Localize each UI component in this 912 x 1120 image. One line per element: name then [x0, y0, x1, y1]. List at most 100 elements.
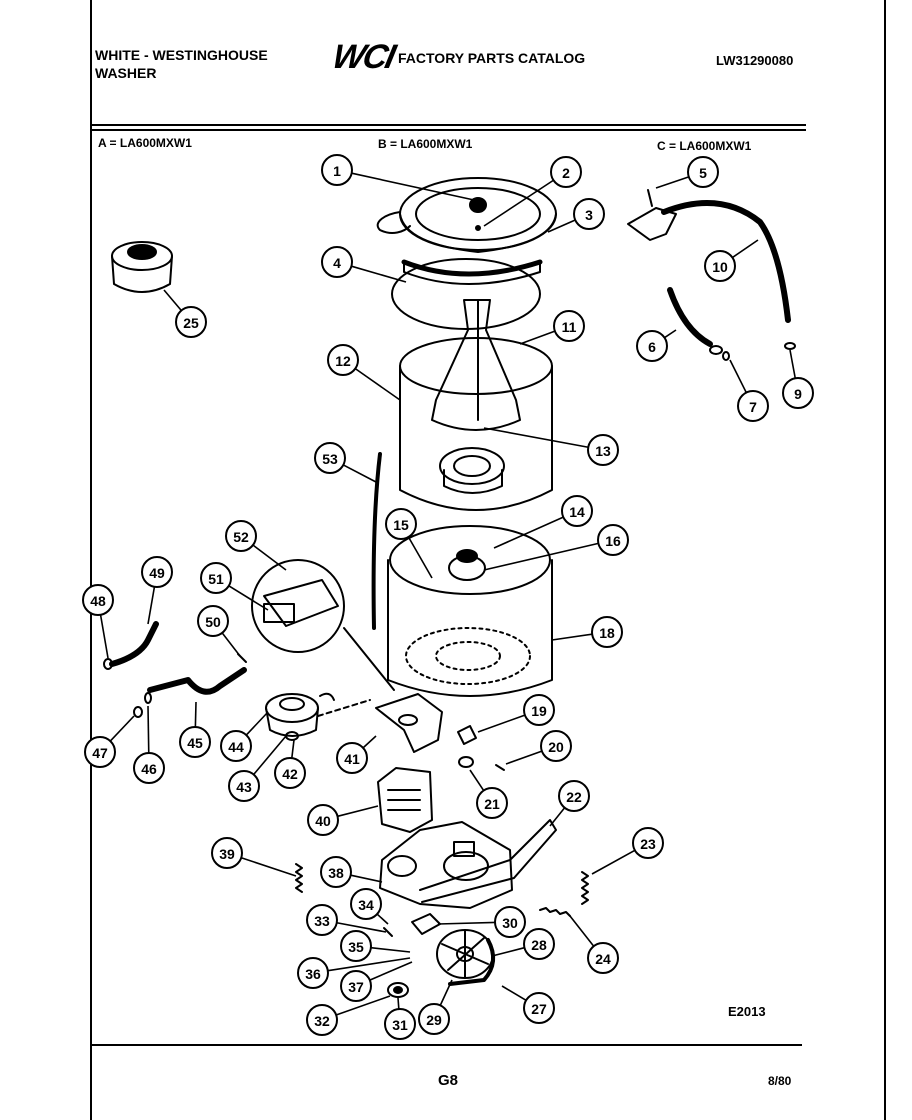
- leader-line-20: [505, 750, 543, 765]
- leader-line-39: [240, 856, 297, 877]
- callout-number: 34: [358, 897, 374, 913]
- callout-circle: [476, 787, 508, 819]
- callout-number: 45: [187, 735, 203, 751]
- callout-number: 48: [90, 593, 106, 609]
- callout-number: 29: [426, 1012, 442, 1028]
- callout-14: 14: [561, 495, 593, 527]
- callout-circle: [197, 605, 229, 637]
- callout-circle: [558, 780, 590, 812]
- leader-line-48: [99, 614, 109, 659]
- callout-1: 1: [321, 154, 353, 186]
- callout-number: 20: [548, 739, 564, 755]
- callout-number: 28: [531, 937, 547, 953]
- page-number: G8: [438, 1072, 459, 1089]
- callout-circle: [307, 804, 339, 836]
- pump-bracket-part: [375, 693, 443, 753]
- callout-circle: [321, 246, 353, 278]
- callout-circle: [133, 752, 165, 784]
- callout-6: 6: [636, 330, 668, 362]
- callout-number: 47: [92, 745, 108, 761]
- model-b: B = LA600MXW1: [378, 137, 473, 151]
- leader-line-22: [549, 807, 566, 827]
- callout-number: 1: [333, 163, 341, 179]
- callout-5: 5: [687, 156, 719, 188]
- callout-2: 2: [550, 156, 582, 188]
- callout-number: 31: [392, 1017, 408, 1033]
- callout-16: 16: [597, 524, 629, 556]
- callout-number: 19: [531, 703, 547, 719]
- callout-circle: [141, 556, 173, 588]
- leader-line-21: [469, 769, 485, 791]
- callout-34: 34: [350, 888, 382, 920]
- callout-circle: [327, 344, 359, 376]
- pump-part: [265, 692, 335, 741]
- callout-number: 12: [335, 353, 351, 369]
- callout-circle: [200, 562, 232, 594]
- leader-line-44: [245, 711, 269, 736]
- leader-line-36: [327, 957, 411, 972]
- callout-38: 38: [320, 856, 352, 888]
- callout-number: 41: [344, 751, 360, 767]
- callout-53: 53: [314, 442, 346, 474]
- callout-41: 41: [336, 742, 368, 774]
- callout-circle: [220, 730, 252, 762]
- callout-number: 10: [712, 259, 728, 275]
- frame-left-border: [90, 0, 92, 1120]
- leader-line-49: [147, 586, 156, 625]
- callout-number: 21: [484, 796, 500, 812]
- callout-number: 6: [648, 339, 656, 355]
- callout-11: 11: [553, 310, 585, 342]
- callout-number: 44: [228, 739, 244, 755]
- detail-inset: [251, 559, 395, 691]
- springs-part: [295, 863, 589, 917]
- callout-circle: [306, 904, 338, 936]
- callout-number: 2: [562, 165, 570, 181]
- callout-circle: [225, 520, 257, 552]
- callout-circle: [553, 310, 585, 342]
- callout-23: 23: [632, 827, 664, 859]
- callout-number: 3: [585, 207, 593, 223]
- callout-number: 49: [149, 565, 165, 581]
- header-brand: WHITE - WESTINGHOUSE: [95, 47, 268, 63]
- leader-line-10: [731, 239, 759, 259]
- leader-line-40: [337, 805, 379, 818]
- pulley-part: [436, 929, 496, 986]
- leader-line-45: [194, 701, 197, 728]
- callout-circle: [494, 906, 526, 938]
- callout-32: 32: [306, 1004, 338, 1036]
- callout-40: 40: [307, 804, 339, 836]
- callout-4: 4: [321, 246, 353, 278]
- callout-circle: [340, 970, 372, 1002]
- leader-line-47: [109, 715, 135, 742]
- callout-number: 46: [141, 761, 157, 777]
- leader-line-41: [362, 735, 377, 749]
- callout-number: 23: [640, 836, 656, 852]
- callout-number: 30: [502, 915, 518, 931]
- leader-line-23: [591, 849, 636, 875]
- callout-number: 4: [333, 255, 341, 271]
- callout-19: 19: [523, 694, 555, 726]
- leader-line-35: [370, 946, 411, 953]
- callout-circle: [687, 156, 719, 188]
- leader-line-29: [439, 979, 453, 1006]
- callout-circle: [636, 330, 668, 362]
- callout-circle: [228, 770, 260, 802]
- leader-line-27: [501, 985, 527, 1002]
- leader-line-25: [163, 289, 182, 312]
- leader-line-38: [350, 874, 383, 883]
- callout-30: 30: [494, 906, 526, 938]
- callout-7: 7: [737, 390, 769, 422]
- callout-number: 18: [599, 625, 615, 641]
- callout-44: 44: [220, 730, 252, 762]
- callout-number: 33: [314, 913, 330, 929]
- top-cover-part: [376, 177, 557, 253]
- callout-circle: [175, 306, 207, 338]
- leader-line-18: [551, 633, 593, 641]
- motor-part: [377, 767, 433, 833]
- callout-circle: [211, 837, 243, 869]
- drain-hose-part: [103, 621, 247, 718]
- tub-ring-part: [391, 258, 543, 330]
- callout-circle: [704, 250, 736, 282]
- leader-line-33: [336, 921, 387, 933]
